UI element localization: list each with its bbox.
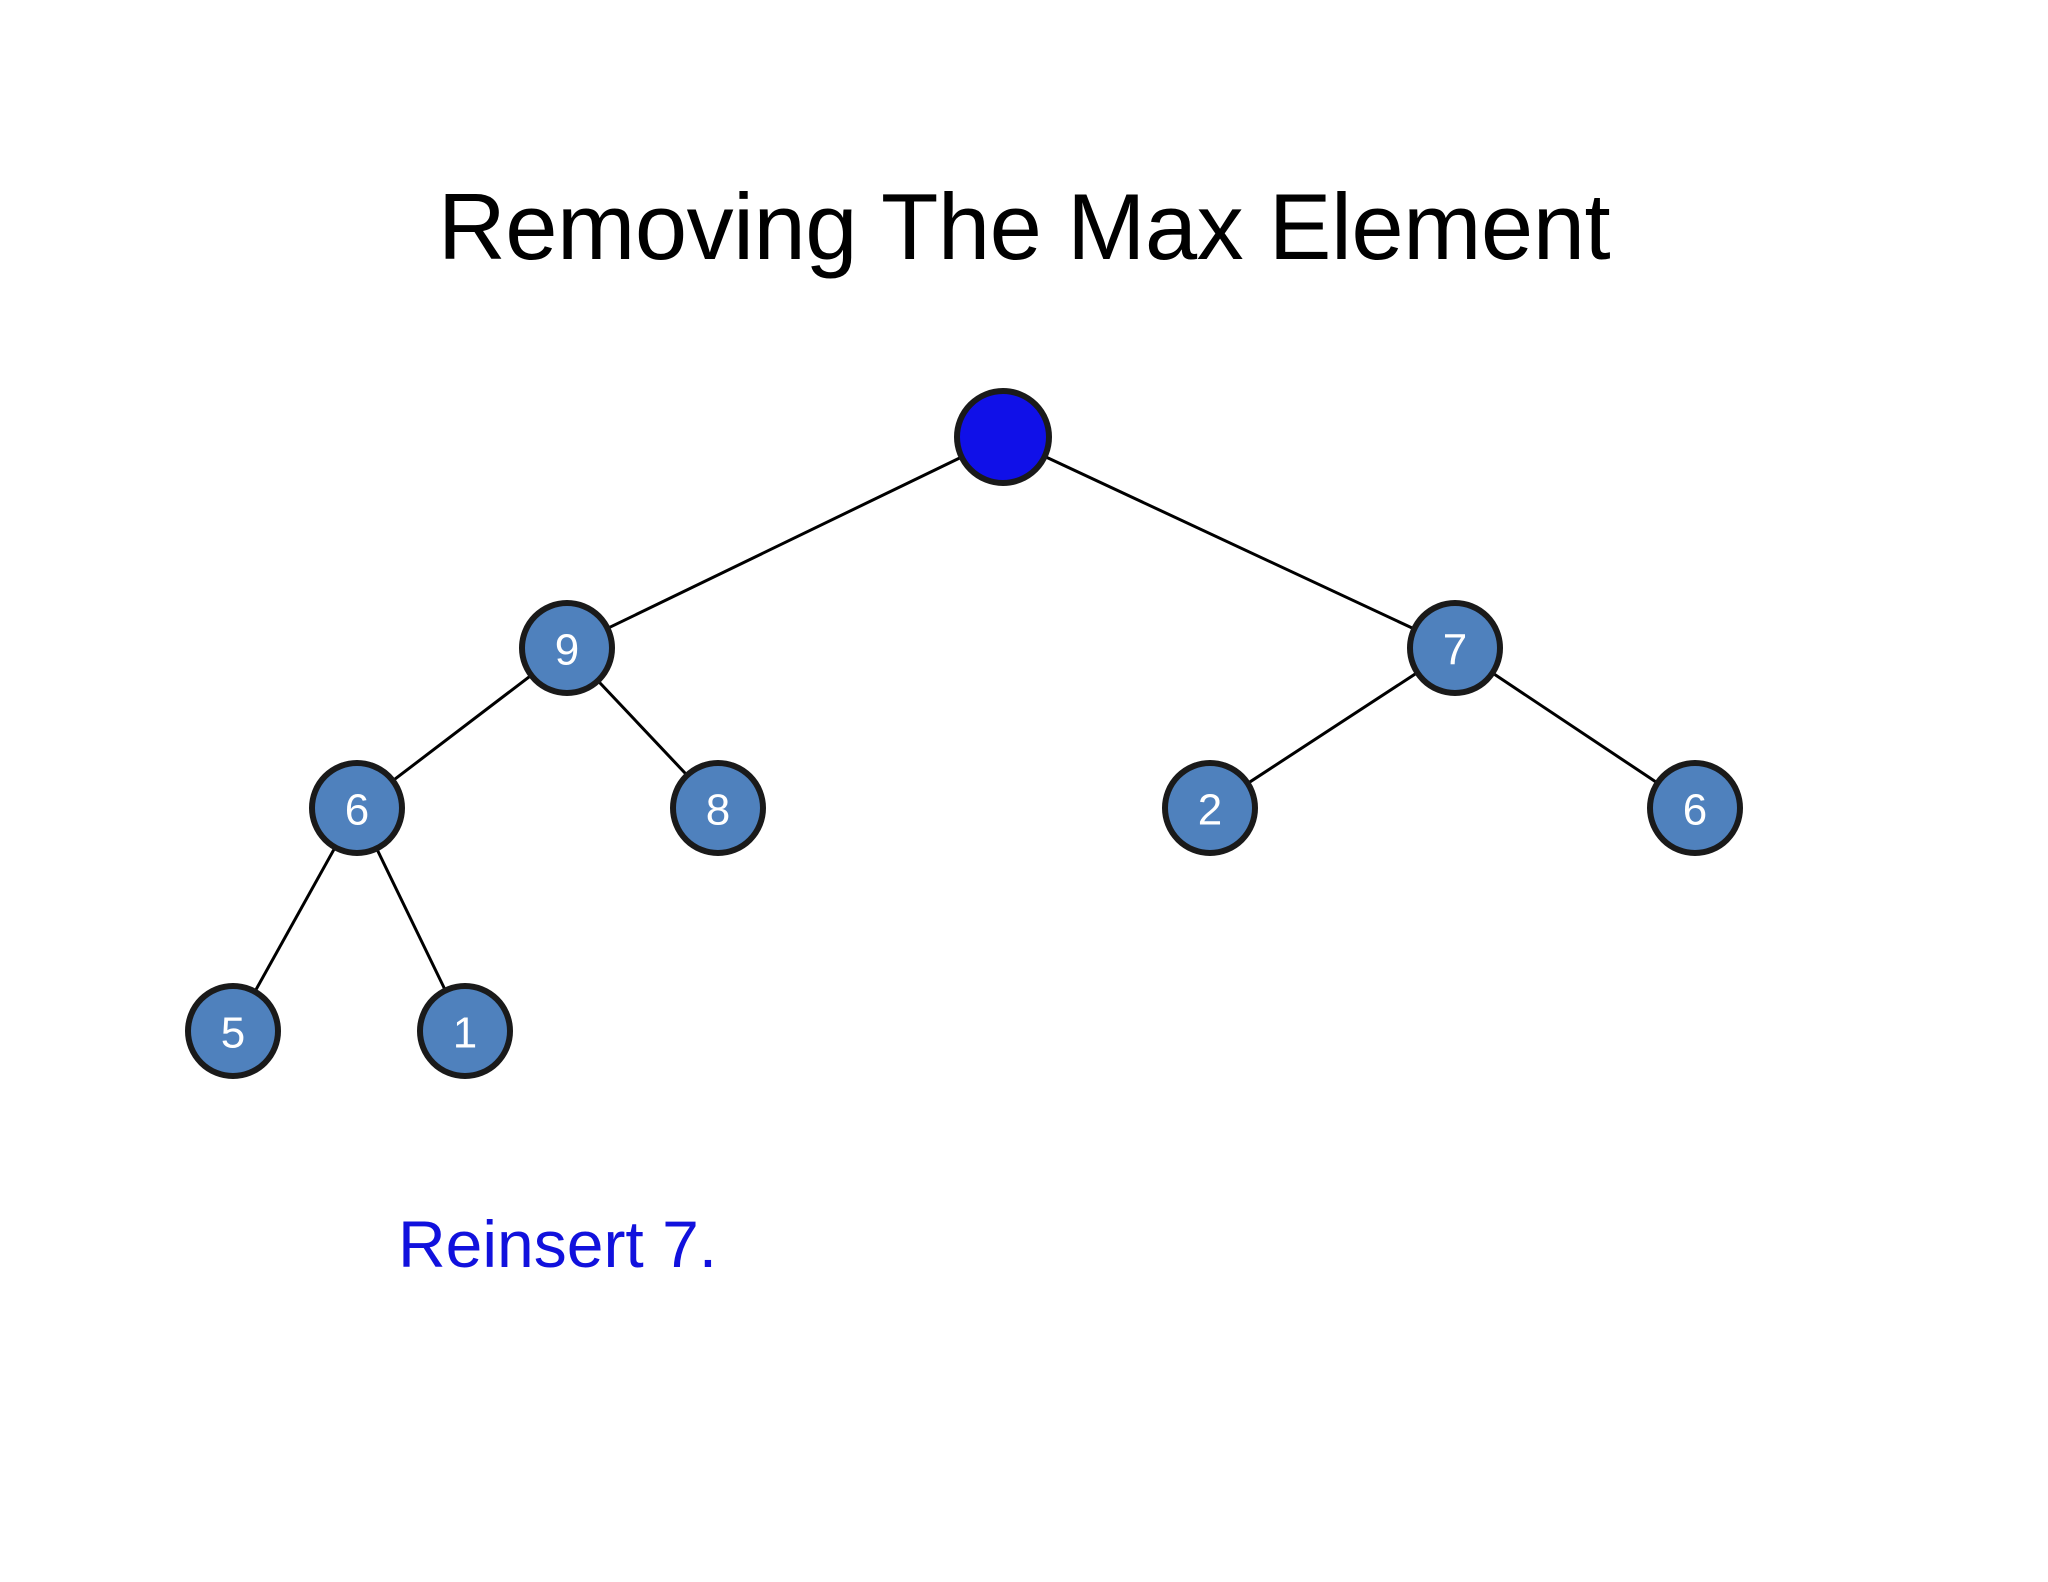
node-label: 6 [1683,786,1707,835]
tree-edge [1246,670,1419,786]
tree-edge [596,678,689,778]
tree-edge [1490,671,1660,785]
tree-edge [1043,454,1416,631]
node-label: 2 [1198,786,1222,835]
tree-edge [605,455,964,631]
tree-edge [391,673,533,783]
node-circle[interactable] [1647,760,1743,856]
tree-node[interactable]: 1 [417,983,513,1079]
tree-node[interactable]: 5 [185,983,281,1079]
node-circle[interactable] [1407,600,1503,696]
tree-edge [253,845,337,994]
tree-node[interactable]: 6 [309,760,405,856]
tree-node[interactable]: 9 [519,600,615,696]
node-circle[interactable] [185,983,281,1079]
tree-nodes-group: 9 7 6 8 2 6 5 1 [185,388,1743,1079]
node-label: 5 [221,1009,245,1058]
node-label: 7 [1443,626,1467,675]
tree-node[interactable]: 2 [1162,760,1258,856]
node-label: 6 [345,786,369,835]
tree-edge [374,846,448,993]
node-circle[interactable] [519,600,615,696]
tree-node[interactable]: 8 [670,760,766,856]
tree-node[interactable]: 7 [1407,600,1503,696]
page-title: Removing The Max Element [437,174,1611,279]
node-label: 1 [453,1009,477,1058]
node-circle[interactable] [417,983,513,1079]
tree-node-root[interactable] [954,388,1052,486]
node-label: 9 [555,626,579,675]
node-circle[interactable] [309,760,405,856]
tree-edges-group [253,454,1660,994]
node-circle[interactable] [954,388,1052,486]
caption-text: Reinsert 7. [398,1207,718,1281]
node-circle[interactable] [1162,760,1258,856]
node-circle[interactable] [670,760,766,856]
tree-node[interactable]: 6 [1647,760,1743,856]
node-label: 8 [706,786,730,835]
